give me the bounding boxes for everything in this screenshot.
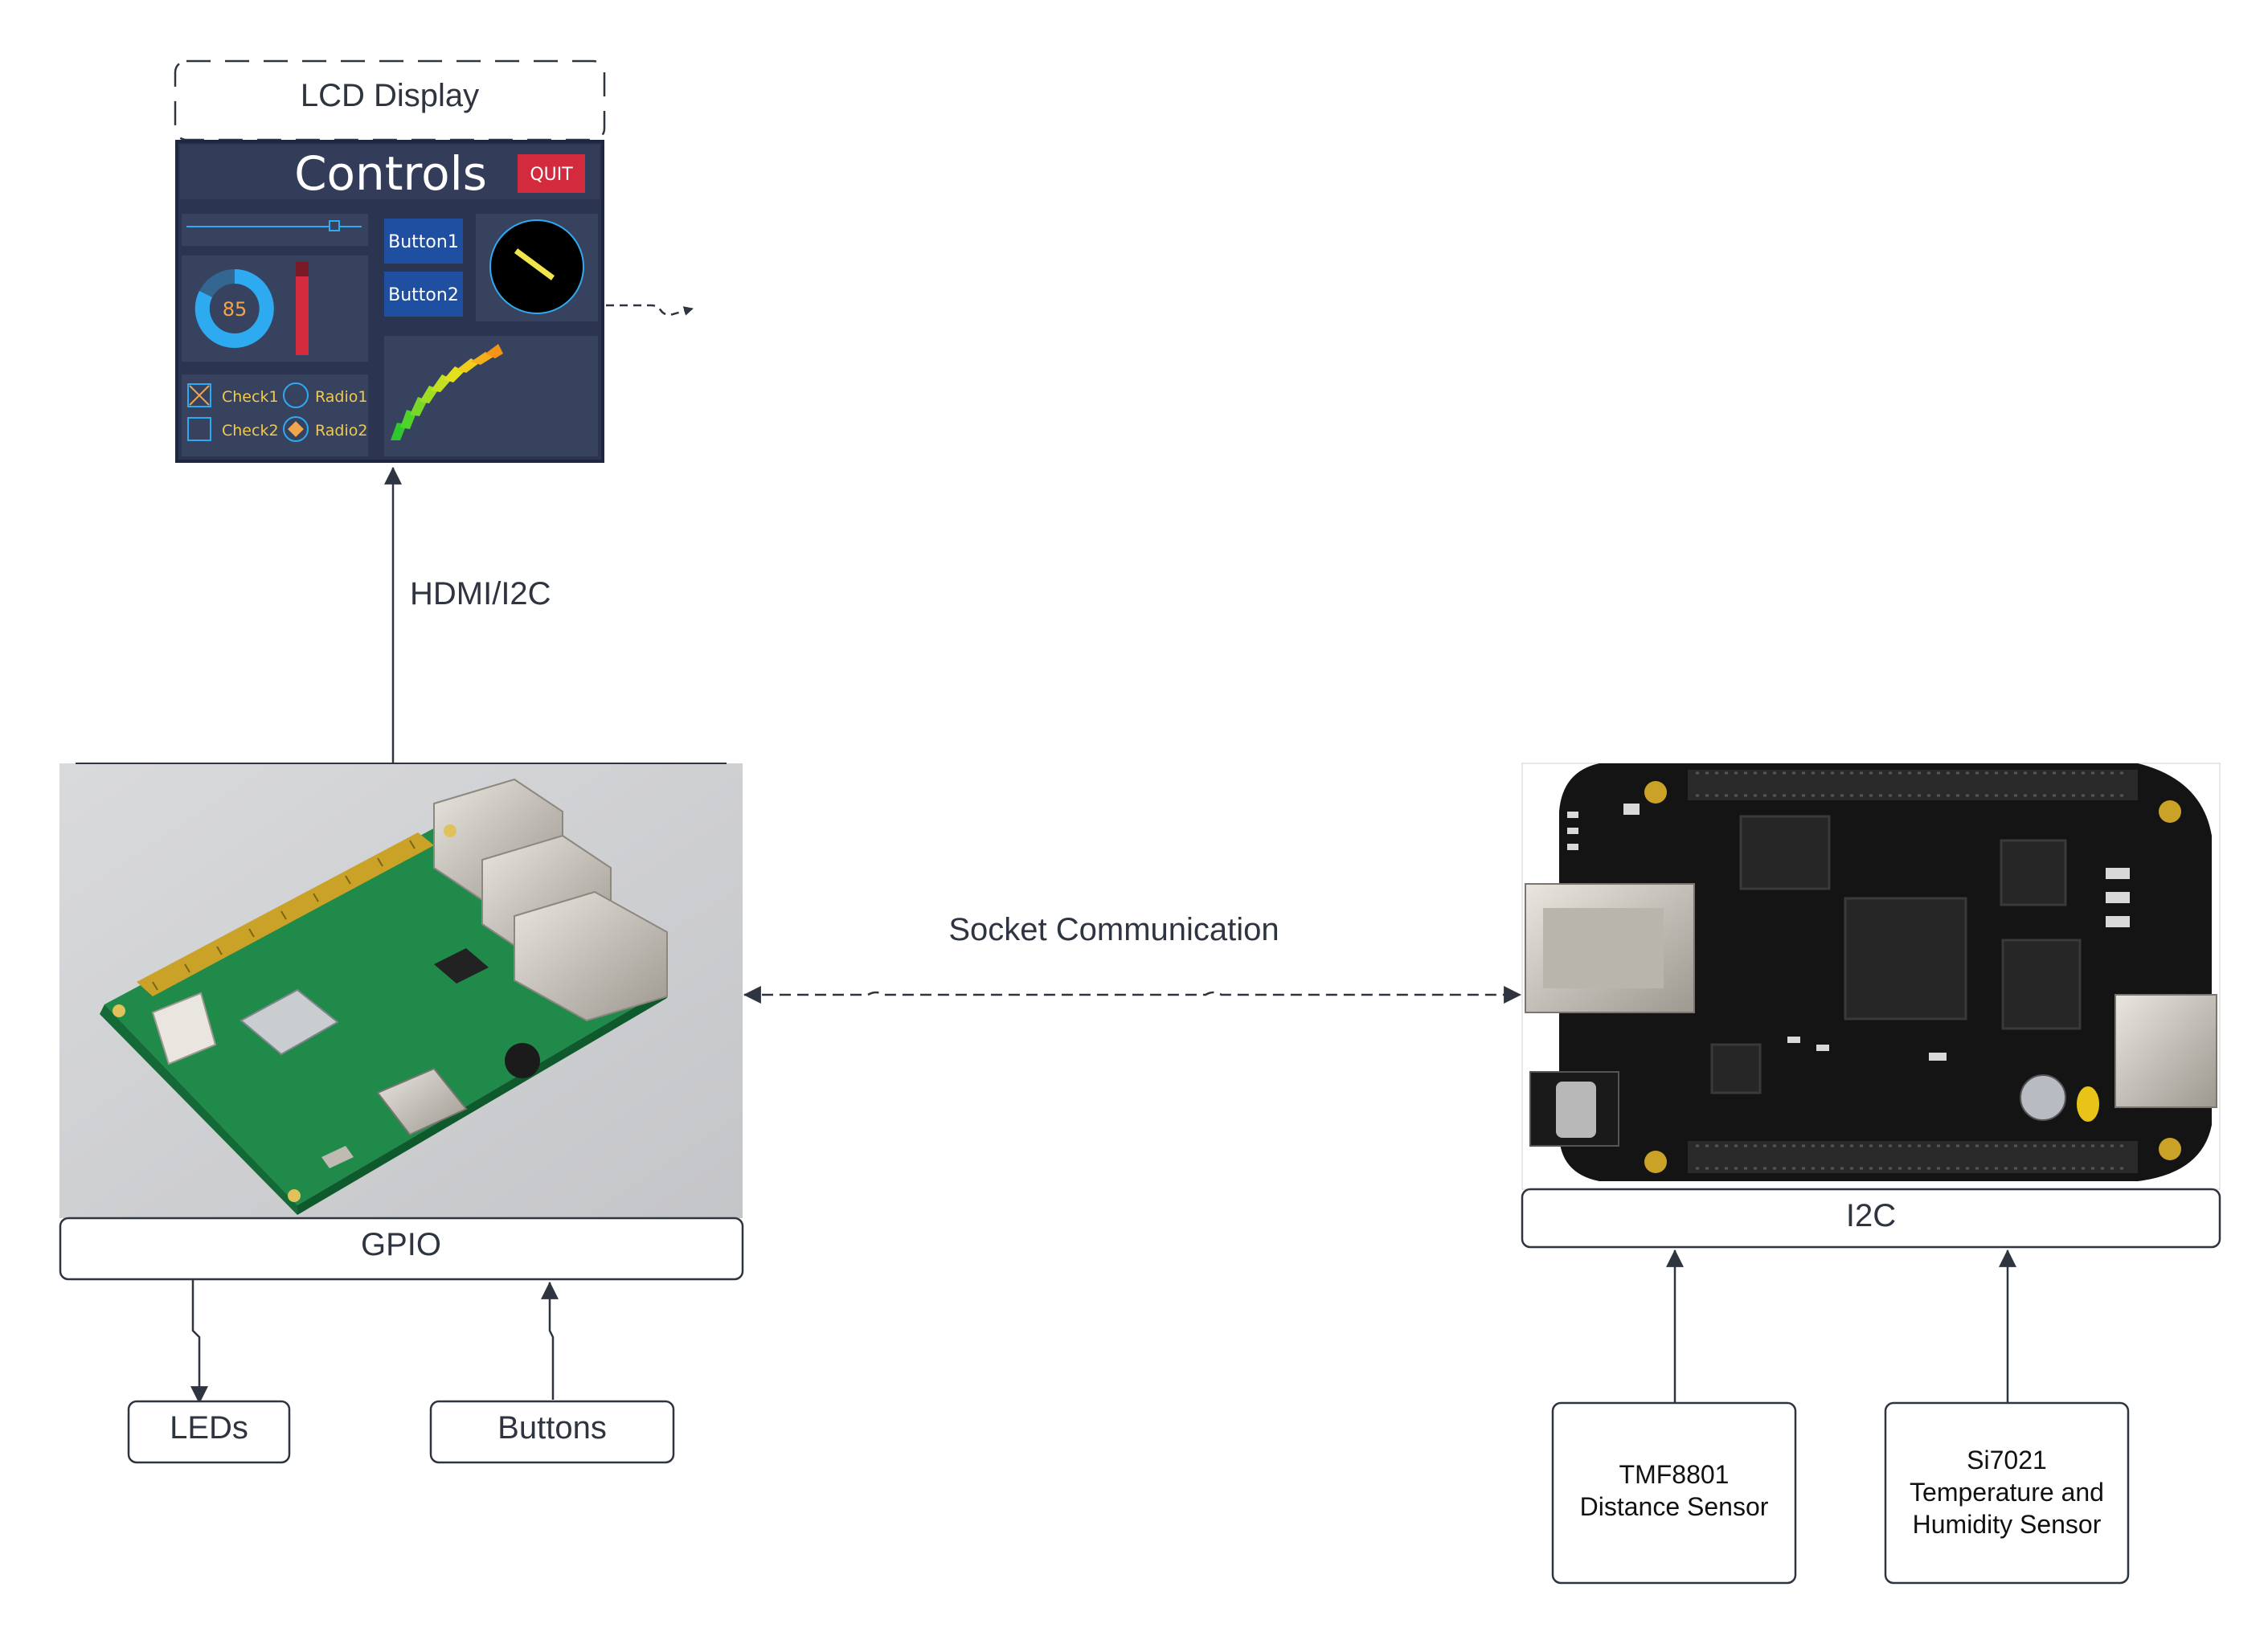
quit-button-label: QUIT	[530, 165, 573, 185]
temp-sensor-label-line3: Humidity Sensor	[1913, 1510, 2102, 1539]
leds-box	[127, 1400, 291, 1464]
bbb-processor	[1844, 897, 1967, 1020]
vertical-level-bar	[296, 262, 309, 355]
quit-button[interactable]	[518, 154, 585, 193]
gpio-to-leds-connector	[190, 1279, 208, 1405]
pi-audio-jack	[505, 1043, 540, 1078]
donut-gauge-arc	[194, 269, 274, 348]
bbb-usb-port	[2114, 994, 2217, 1108]
distance-sensor-box	[1551, 1401, 1797, 1585]
i2c-label: I2C	[1846, 1198, 1896, 1233]
button2-label: Button2	[388, 285, 459, 305]
donut-gauge-value: 85	[223, 298, 248, 321]
pi-csi-connector	[151, 992, 217, 1065]
check1-label: Check1	[222, 388, 279, 406]
hdmi-i2c-label: HDMI/I2C	[410, 576, 551, 611]
socket-communication-label: Socket Communication	[948, 912, 1279, 947]
distance-sensor-label-line1: TMF8801	[1619, 1460, 1730, 1489]
bbb-memory-chip	[1739, 815, 1831, 890]
beaglebone-photo	[1521, 763, 2221, 1190]
radio1-label: Radio1	[315, 388, 367, 406]
lcd-title: LCD Display	[301, 78, 479, 113]
lcd-display-group: LCD Display Controls QUIT 85 Check	[174, 59, 694, 463]
radio1-button[interactable]	[283, 382, 309, 408]
raspberry-pi-photo	[59, 763, 743, 1218]
radio2-label: Radio2	[315, 422, 367, 440]
pi-hdmi-port	[376, 1067, 468, 1136]
pi-soc-chip	[239, 988, 339, 1056]
gauge-panel	[182, 256, 368, 362]
button1-label: Button1	[388, 232, 459, 252]
dial-needle	[514, 248, 555, 280]
buttons-to-gpio-connector	[541, 1281, 559, 1400]
pi-chip	[434, 948, 489, 984]
lcd-screen: Controls QUIT 85 Check1 Radio1 Check2	[175, 140, 604, 463]
pi-gpio-header	[137, 832, 434, 996]
slider-handle[interactable]	[329, 220, 340, 231]
buttons-label: Buttons	[497, 1410, 607, 1446]
pi-usb-ports	[433, 778, 668, 1022]
gpio-label-box	[59, 1217, 744, 1281]
bbb-capacitor	[2020, 1074, 2066, 1121]
temp-humidity-sensor-box	[1884, 1401, 2130, 1585]
lcd-output-dashed-arrow	[606, 304, 694, 317]
socket-communication-connector	[743, 986, 1522, 1004]
temp-sensor-label-line1: Si7021	[1967, 1446, 2047, 1474]
lcd-controls-heading: Controls	[294, 146, 487, 201]
button2[interactable]	[384, 272, 463, 317]
buttons-box	[429, 1400, 675, 1464]
radio2-button[interactable]	[283, 416, 309, 442]
check1-checkbox[interactable]	[187, 383, 211, 407]
distance-sensor-label-line2: Distance Sensor	[1580, 1492, 1769, 1521]
gpio-label: GPIO	[361, 1227, 441, 1262]
leds-label: LEDs	[170, 1410, 248, 1446]
check-radio-panel	[182, 374, 368, 456]
bbb-pmic	[2001, 939, 2082, 1030]
i2c-label-box	[1521, 1188, 2221, 1249]
slider-panel	[182, 214, 368, 246]
button1[interactable]	[384, 219, 463, 264]
temp-sensor-label-line2: Temperature and	[1910, 1478, 2104, 1507]
bar-gauge-segments	[391, 344, 503, 440]
check2-checkbox[interactable]	[187, 417, 211, 441]
check2-label: Check2	[222, 422, 279, 440]
